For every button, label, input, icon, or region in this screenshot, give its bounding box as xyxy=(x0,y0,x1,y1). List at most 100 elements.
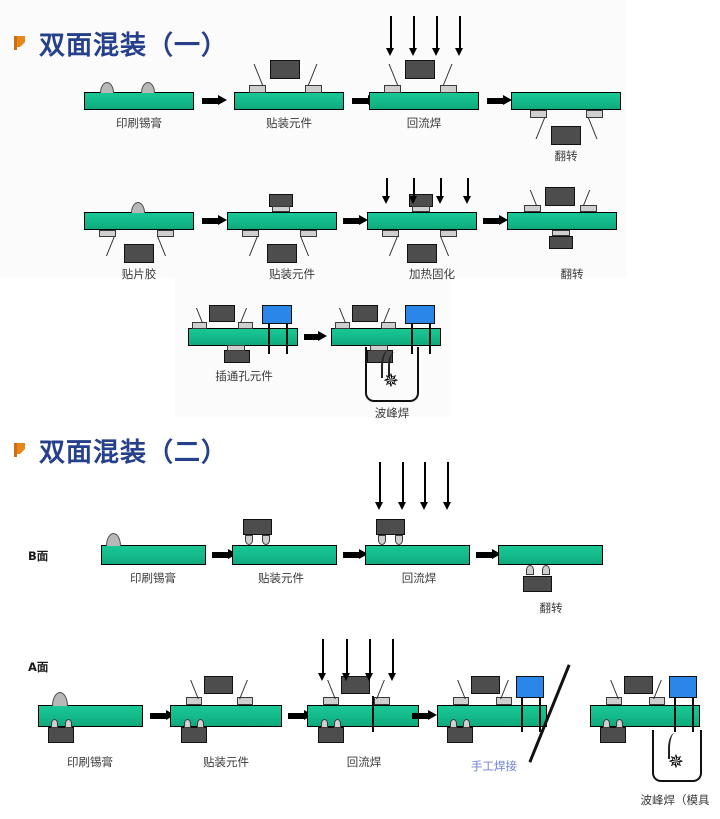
heat-arrow-icon xyxy=(436,178,445,204)
section-two-title-text: 双面混装（二） xyxy=(39,438,229,468)
solder-pad xyxy=(496,697,512,705)
wave-solder-pot-icon xyxy=(652,730,702,782)
solder-pad xyxy=(378,535,386,545)
section-one-panel-b xyxy=(175,277,451,417)
smd-component-bottom xyxy=(600,727,626,743)
step-label-s1r2-2: 贴装元件 xyxy=(269,267,315,281)
solder-pad xyxy=(586,110,603,118)
board-s1r1-step2 xyxy=(234,92,344,110)
solder-pad xyxy=(249,85,266,93)
board-s1r1-step1 xyxy=(84,92,194,110)
step-label-s1r2-3: 加热固化 xyxy=(409,267,455,281)
gull-wing-lead xyxy=(376,680,397,699)
through-hole-pin xyxy=(286,324,288,354)
solder-pad xyxy=(186,697,202,705)
board-s1r2-step2 xyxy=(227,212,337,230)
heat-arrow-icon xyxy=(318,639,327,681)
through-hole-component xyxy=(262,305,292,324)
solder-pad xyxy=(440,230,457,237)
board-s1r2-step1 xyxy=(84,212,194,230)
through-hole-component xyxy=(405,305,435,324)
process-arrow xyxy=(476,549,501,560)
heat-arrow-icon xyxy=(398,462,407,510)
process-arrow xyxy=(304,331,327,342)
solder-pad xyxy=(227,345,245,351)
process-arrow xyxy=(412,710,437,721)
smd-component-bottom xyxy=(181,727,207,743)
process-arrow xyxy=(487,95,512,106)
section-one-title-text: 双面混装（一） xyxy=(39,31,229,61)
step-label-s2r2-5: 波峰焊（模具 xyxy=(640,793,710,807)
solder-pad xyxy=(323,697,339,705)
board-s1r2-step4 xyxy=(507,212,617,230)
solder-wave-icon xyxy=(668,733,682,759)
solder-pad xyxy=(157,230,174,237)
smd-component xyxy=(405,60,435,79)
solder-paste-bump xyxy=(106,533,121,546)
step-label-s1r1-1: 印刷锡膏 xyxy=(116,116,162,130)
smd-component xyxy=(624,676,653,694)
heat-arrow-icon xyxy=(342,639,351,681)
step-label-s1r1-4: 翻转 xyxy=(554,149,578,163)
smd-component-bottom xyxy=(447,727,473,743)
solder-pad xyxy=(606,697,622,705)
solder-pad xyxy=(412,206,430,212)
solder-pad xyxy=(542,565,550,575)
solder-pad xyxy=(450,719,457,728)
step-label-s1r2-4: 翻转 xyxy=(560,267,584,281)
board-s1r1-step4 xyxy=(511,92,621,110)
solder-pad xyxy=(184,719,191,728)
solder-pad xyxy=(526,565,534,575)
solder-pad xyxy=(552,230,570,236)
smd-component-bottom xyxy=(48,727,74,743)
smd-component-chip xyxy=(523,576,552,592)
smd-component xyxy=(124,244,154,263)
step-label-s2r2-1: 印刷锡膏 xyxy=(67,755,113,769)
board-s1r3-step2 xyxy=(331,328,441,346)
process-arrow xyxy=(202,215,227,226)
solder-pad xyxy=(305,85,322,93)
board-s1r2-step3 xyxy=(367,212,477,230)
smd-component xyxy=(545,187,575,206)
through-hole-component xyxy=(669,676,697,698)
step-label-s1r1-3: 回流焊 xyxy=(406,116,442,130)
solder-pad xyxy=(649,697,665,705)
solder-pad xyxy=(237,697,253,705)
smd-component xyxy=(352,305,378,322)
solder-pad xyxy=(381,322,396,329)
solder-wave-icon xyxy=(388,352,401,376)
heat-arrow-icon xyxy=(455,16,464,56)
through-hole-pin xyxy=(539,698,541,732)
step-label-s1r3-1: 插通孔元件 xyxy=(215,369,273,383)
smd-component xyxy=(204,676,233,694)
step-label-s2r2-3: 回流焊 xyxy=(346,755,382,769)
through-hole-pin xyxy=(692,698,694,732)
solder-pad xyxy=(374,697,390,705)
smd-component xyxy=(267,244,297,263)
process-arrow xyxy=(483,215,508,226)
board-s2r2-step1 xyxy=(38,705,143,727)
process-arrow xyxy=(343,549,368,560)
through-hole-pin xyxy=(411,324,413,354)
smd-component-chip xyxy=(243,519,272,535)
through-hole-pin xyxy=(674,698,676,732)
section-two-title: 双面混装（二） xyxy=(14,432,228,469)
solder-pad xyxy=(463,719,470,728)
step-label-s2r2-4: 手工焊接 xyxy=(471,759,517,773)
solder-pad xyxy=(395,535,403,545)
through-hole-component xyxy=(516,676,544,698)
solder-pad xyxy=(51,719,58,728)
solder-pad xyxy=(65,719,72,728)
solder-pad xyxy=(440,85,457,93)
smd-component-bottom xyxy=(318,727,344,743)
heat-arrow-icon xyxy=(409,178,418,204)
board-s2r1-step2 xyxy=(232,545,337,565)
through-hole-pin xyxy=(429,324,431,354)
heat-arrow-icon xyxy=(463,178,472,204)
solder-pad xyxy=(384,85,401,93)
solder-pad xyxy=(382,230,399,237)
solder-paste-bump xyxy=(52,692,68,706)
solder-pad xyxy=(242,230,259,237)
smd-component-bottom xyxy=(224,350,250,363)
solder-pad xyxy=(524,205,541,212)
